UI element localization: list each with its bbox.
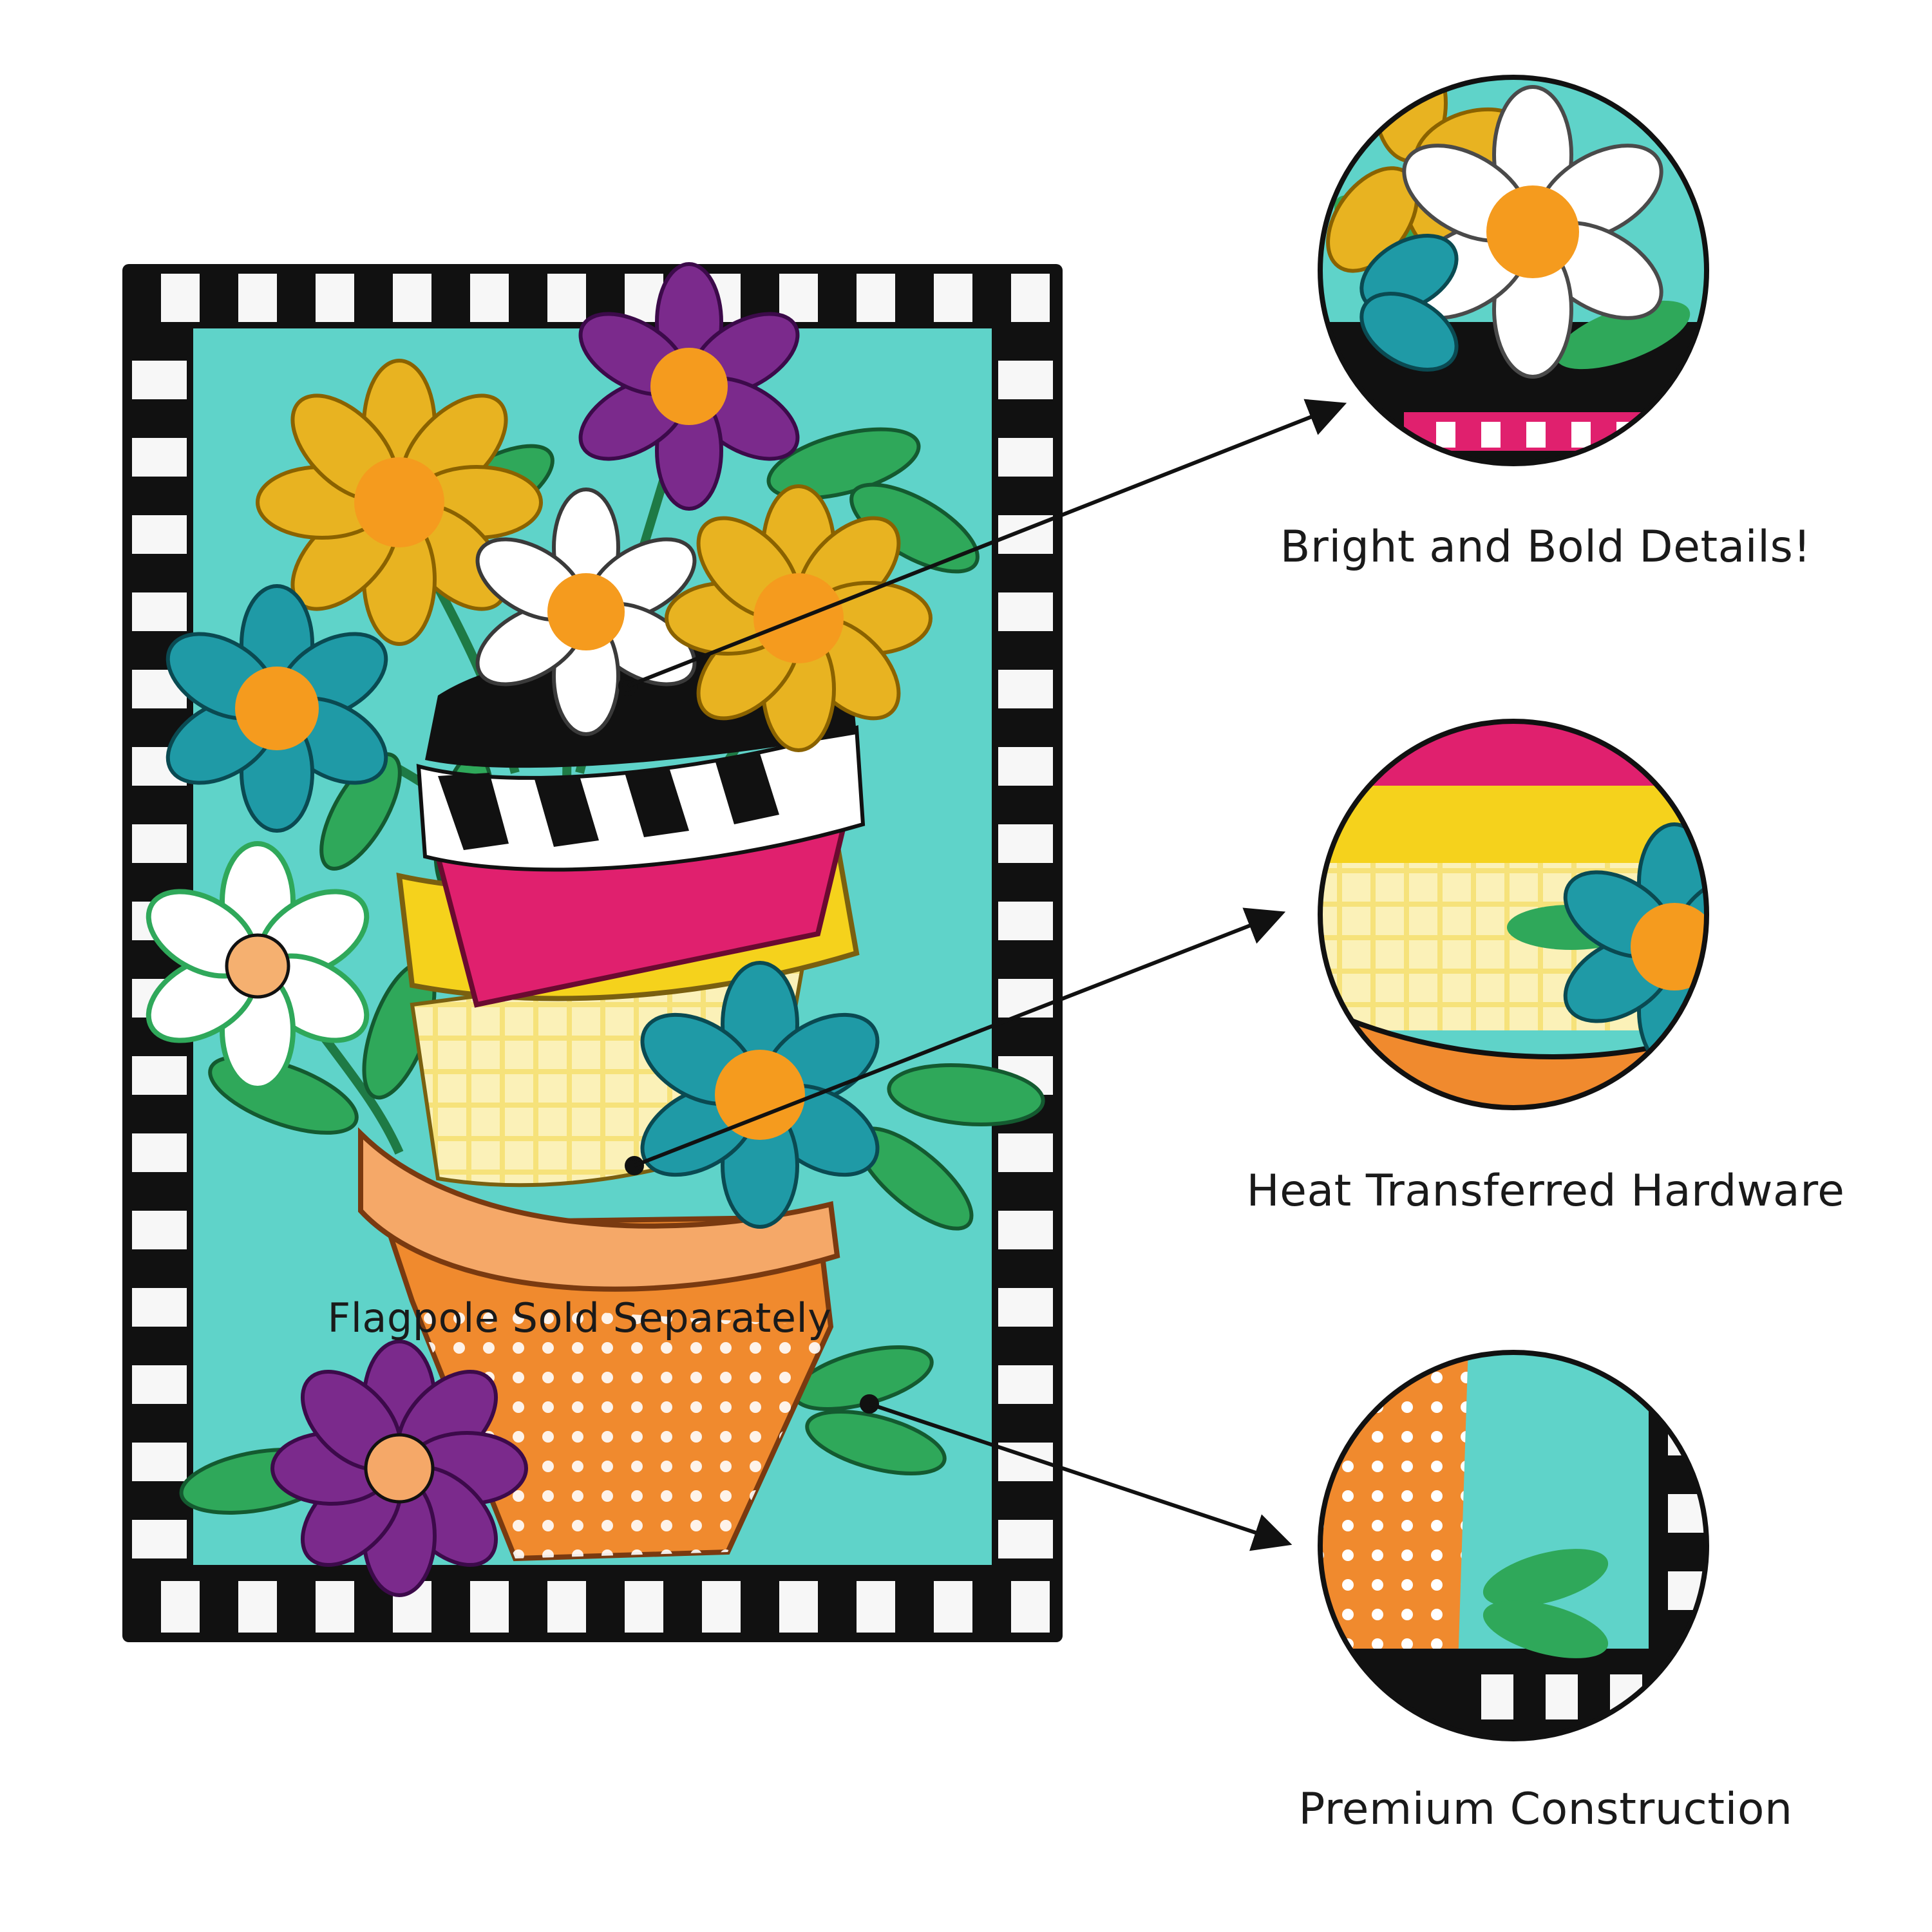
checker-square xyxy=(998,1288,1053,1327)
checker-square xyxy=(161,274,200,322)
checker-square xyxy=(998,1365,1053,1404)
caption-bright-details: Bright and Bold Details! xyxy=(1280,522,1812,573)
checker-square xyxy=(470,1581,509,1633)
checker-square xyxy=(998,592,1053,631)
daisy-flower-icon xyxy=(640,961,880,1229)
checker-square xyxy=(779,274,818,322)
garden-flag xyxy=(122,262,1063,1642)
checker-square xyxy=(547,274,586,322)
daisy-flower-icon xyxy=(578,262,800,511)
daisy-flower-icon xyxy=(166,584,388,833)
checker-square xyxy=(132,1443,187,1481)
checker-square xyxy=(132,438,187,477)
checker-square xyxy=(132,515,187,554)
checker-square xyxy=(238,274,277,322)
pointer-arrow-icon xyxy=(625,907,1286,1175)
checker-square xyxy=(132,1520,187,1558)
checker-square xyxy=(998,747,1053,786)
detail-circle-heat xyxy=(1318,719,1709,1110)
checker-square xyxy=(934,1581,972,1633)
checker-square xyxy=(998,824,1053,863)
checker-square xyxy=(161,1581,200,1633)
checker-square xyxy=(934,274,972,322)
checker-border-left xyxy=(132,361,187,1558)
pointer-arrow-icon xyxy=(618,399,1347,696)
caption-premium-construction: Premium Construction xyxy=(1298,1784,1793,1835)
checker-square xyxy=(316,274,354,322)
checker-square xyxy=(132,1056,187,1095)
checker-square xyxy=(998,1520,1053,1558)
daisy-flower-icon xyxy=(270,1340,528,1597)
checker-square xyxy=(132,1133,187,1172)
checker-square xyxy=(998,670,1053,708)
checker-square xyxy=(998,902,1053,940)
checker-square xyxy=(779,1581,818,1633)
daisy-flower-icon xyxy=(146,841,370,1091)
detail-circle-bright xyxy=(1318,75,1709,466)
checker-square xyxy=(702,1581,741,1633)
checker-square xyxy=(470,274,509,322)
checker-square xyxy=(1011,1581,1050,1633)
checker-square xyxy=(998,1133,1053,1172)
checker-square xyxy=(998,1211,1053,1249)
checker-square xyxy=(998,438,1053,477)
checker-square xyxy=(625,1581,663,1633)
pointer-arrow-icon xyxy=(860,1394,1293,1551)
checker-square xyxy=(132,592,187,631)
checker-square xyxy=(132,1288,187,1327)
checker-square xyxy=(998,361,1053,399)
checker-square xyxy=(132,824,187,863)
caption-heat-transferred: Heat Transferred Hardware xyxy=(1246,1166,1845,1217)
checker-square xyxy=(857,1581,895,1633)
checker-square xyxy=(857,274,895,322)
checker-square xyxy=(1011,274,1050,322)
checker-square xyxy=(132,1365,187,1404)
checker-square xyxy=(238,1581,277,1633)
checker-square xyxy=(393,274,431,322)
checker-square xyxy=(316,1581,354,1633)
caption-flagpole: Flagpole Sold Separately xyxy=(327,1294,832,1341)
checker-border-right xyxy=(998,361,1053,1558)
checker-square xyxy=(132,361,187,399)
detail-circle-premium xyxy=(1318,1350,1709,1741)
checker-square xyxy=(132,1211,187,1249)
checker-square xyxy=(547,1581,586,1633)
